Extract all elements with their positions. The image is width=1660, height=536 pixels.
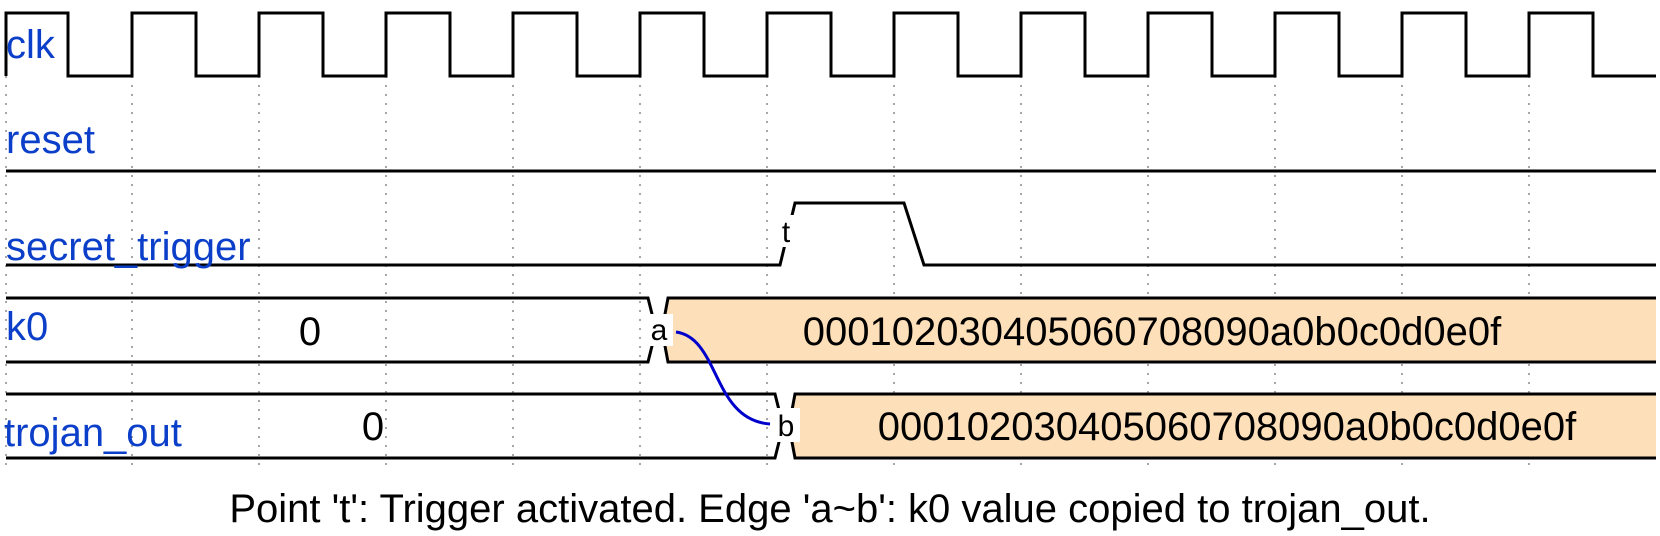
signal-name-trojan-out: trojan_out — [4, 411, 182, 455]
marker-b: b — [772, 408, 800, 443]
marker-a: a — [645, 314, 673, 347]
trojan-out-bus-segment-after — [789, 394, 1656, 458]
signal-name-reset: reset — [6, 118, 95, 162]
marker-t-label: t — [782, 216, 791, 249]
signal-name-clk: clk — [6, 23, 56, 67]
diagram-caption: Point 't': Trigger activated. Edge 'a~b'… — [229, 487, 1430, 531]
marker-t-backing — [778, 215, 794, 247]
marker-b-label: b — [778, 410, 795, 443]
marker-b-backing — [772, 408, 800, 442]
secret-trigger-waveform — [6, 201, 1656, 267]
clk-waveform — [4, 11, 1656, 78]
signal-name-k0: k0 — [6, 305, 48, 349]
k0-value-after: 000102030405060708090a0b0c0d0e0f — [803, 310, 1502, 354]
k0-value-before: 0 — [299, 310, 321, 354]
marker-t: t — [778, 215, 794, 249]
marker-a-label: a — [651, 314, 668, 347]
trojan-out-value-before: 0 — [362, 405, 384, 449]
signal-name-secret-trigger: secret_trigger — [6, 225, 251, 269]
k0-bus-segment-after — [662, 298, 1656, 362]
edge-a-b-curve — [675, 330, 771, 426]
marker-a-backing — [645, 314, 673, 346]
trojan-out-value-after: 000102030405060708090a0b0c0d0e0f — [878, 405, 1577, 449]
